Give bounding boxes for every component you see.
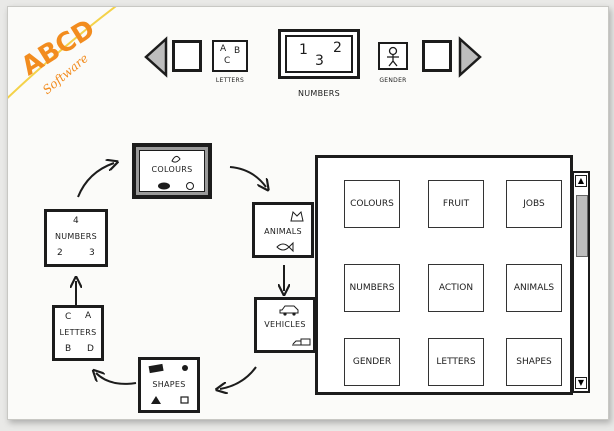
nav-gender-thumb[interactable] [378,42,408,70]
cycle-tile-animals[interactable]: Animals [252,202,314,258]
grid-item[interactable]: Action [428,264,484,312]
nav-next-arrow-icon[interactable] [456,36,486,78]
grid-item[interactable]: Fruit [428,180,484,228]
nav-gender-label: Gender [379,77,407,84]
category-grid-panel: Colours Fruit Jobs Numbers Action Animal… [315,155,573,395]
grid-item[interactable]: Numbers [344,264,400,312]
nav-letters-label: Letters [215,77,245,84]
car-icon [279,305,299,316]
grid-item[interactable]: Letters [428,338,484,386]
grid-scrollbar[interactable]: ▲ ▼ [572,171,590,393]
scroll-up-icon[interactable]: ▲ [575,175,587,187]
fish-icon [276,241,294,253]
shapes-icon [148,363,189,404]
nav-letters-thumb[interactable]: A B C [212,40,248,72]
scroll-thumb[interactable] [576,195,588,257]
paint-splash-icon [171,155,181,163]
grid-item[interactable]: Shapes [506,338,562,386]
grid-item[interactable]: Animals [506,264,562,312]
nav-empty-slot-left[interactable] [172,40,202,72]
scroll-down-icon[interactable]: ▼ [575,377,587,389]
cycle-tile-shapes[interactable]: Shapes [138,357,200,413]
nav-empty-slot-right[interactable] [422,40,452,72]
logo-swoosh-icon [8,7,117,99]
abcd-software-logo: ABCD Software [8,7,138,137]
cycle-tile-vehicles[interactable]: Vehicles [254,297,316,353]
grid-item[interactable]: Jobs [506,180,562,228]
grid-item[interactable]: Gender [344,338,400,386]
cat-icon [290,211,304,222]
cycle-tile-numbers[interactable]: 4 Numbers 2 3 [44,209,108,267]
nav-numbers-label: Numbers [297,89,341,98]
cycle-tile-letters[interactable]: C A Letters B D [52,305,104,361]
nav-previous-arrow-icon[interactable] [142,36,172,78]
nav-numbers-thumb-selected[interactable]: 1 2 3 [278,29,360,79]
cycle-tile-colours[interactable]: Colours [132,143,212,199]
person-icon [387,46,399,67]
truck-icon [292,338,311,346]
app-canvas: ABCD Software A B C Letters 1 2 3 Number… [7,6,609,420]
colour-blobs-icon [158,182,194,190]
grid-item[interactable]: Colours [344,180,400,228]
